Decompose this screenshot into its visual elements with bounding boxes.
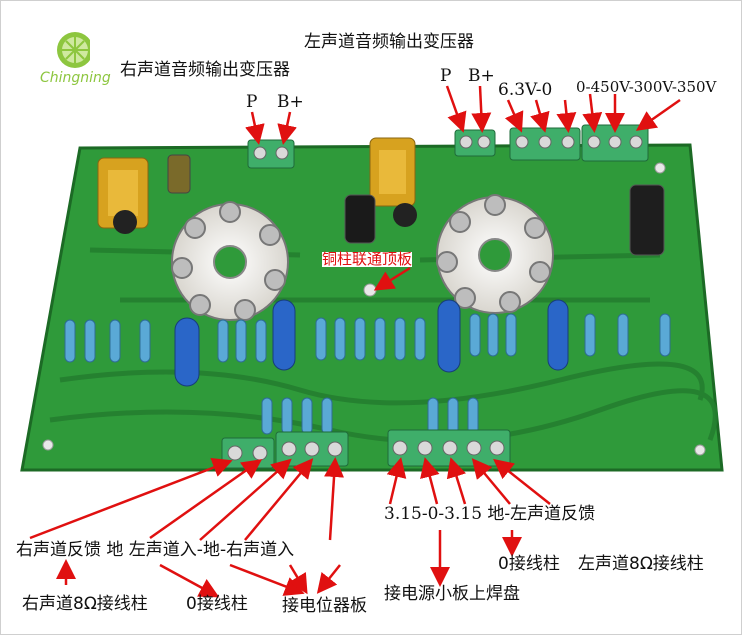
capacitor-small: [167, 154, 191, 194]
label-ground-post: 0接线柱: [498, 554, 560, 574]
label-right-transformer: 右声道音频输出变压器: [120, 60, 290, 80]
label-p-left: P: [440, 66, 452, 86]
power-resistor-left: [369, 137, 417, 227]
label-hv: 0-450V-300V-350V: [576, 78, 717, 96]
capacitor-large: [629, 184, 665, 256]
power-resistor-right: [97, 157, 149, 234]
label-left-transformer: 左声道音频输出变压器: [304, 32, 474, 52]
label-copper-pillar: 铜柱联通顶板: [322, 250, 413, 268]
label-left-terminals: 右声道反馈 地 左声道入-地-右声道入: [16, 540, 295, 560]
tube-socket-left: [436, 194, 554, 314]
capacitor-mid: [344, 194, 376, 244]
tube-socket-right: [171, 201, 289, 321]
label-power-inputs: 3.15-0-3.15 地-左声道反馈: [384, 504, 596, 524]
brand-logo: Chingning: [40, 28, 130, 98]
lime-slice-icon: [57, 32, 93, 68]
label-pot-board: 接电位器板: [282, 596, 367, 616]
label-right-8ohm: 右声道8Ω接线柱: [22, 594, 148, 614]
label-bplus-left: B+: [468, 66, 495, 86]
resistor-row: [64, 313, 671, 435]
label-p-right: P: [246, 92, 258, 112]
label-bplus-right: B+: [277, 92, 304, 112]
annotation-arrows: [29, 85, 681, 598]
label-left-8ohm: 左声道8Ω接线柱: [578, 554, 704, 574]
label-power-board: 接电源小板上焊盘: [384, 584, 520, 604]
label-heater: 6.3V-0: [498, 80, 553, 100]
brand-name: Chingning: [40, 70, 111, 86]
label-ground-post-2: 0接线柱: [186, 594, 248, 614]
